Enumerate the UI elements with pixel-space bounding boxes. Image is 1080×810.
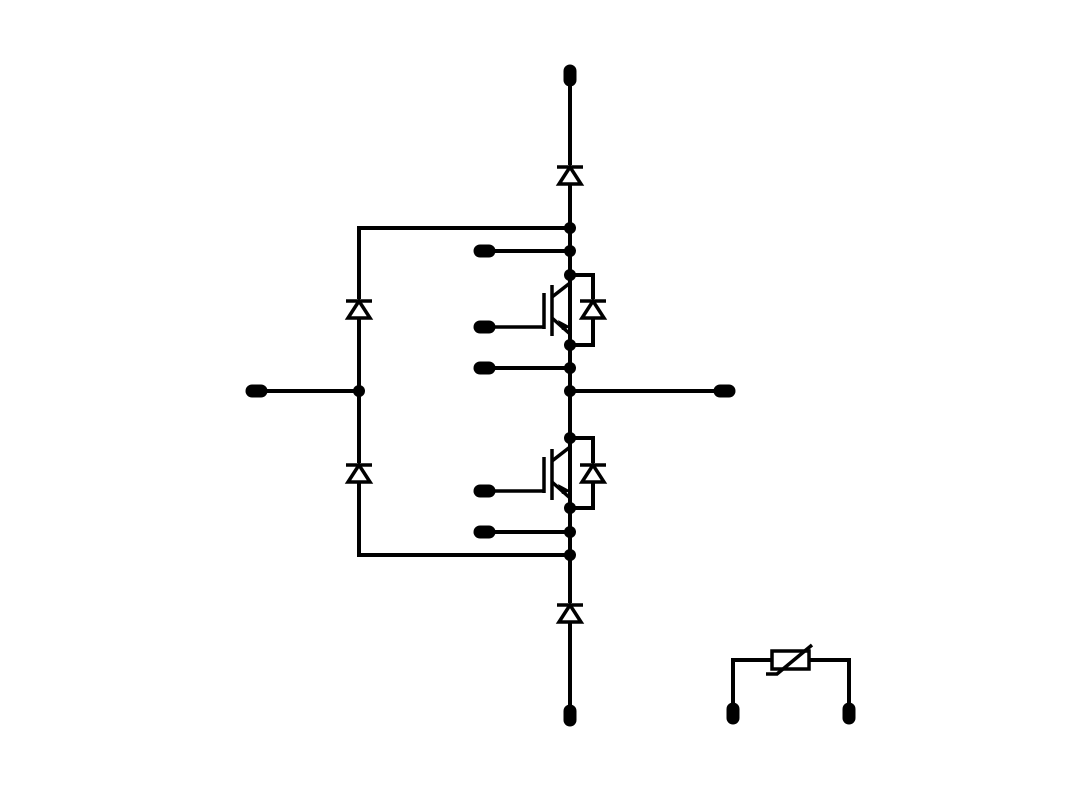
igbt-lower: [484, 443, 572, 501]
diode-antiparallel-upper: [578, 297, 608, 320]
junction-dot: [564, 432, 576, 444]
junction-dot: [564, 222, 576, 234]
ntc-thermistor-symbol: [766, 643, 814, 676]
wires: [255, 74, 851, 718]
ntc-lead-left: [731, 658, 774, 716]
diode-clamp-lower: [344, 461, 374, 484]
junction-dot: [564, 385, 576, 397]
diode-clamp-upper: [344, 297, 374, 320]
junction-dot: [564, 526, 576, 538]
diode-top-series: [555, 163, 585, 186]
junction-dot: [564, 502, 576, 514]
junction-dot: [353, 385, 365, 397]
ntc-lead-right: [807, 658, 851, 716]
diode-antiparallel-lower: [578, 461, 608, 484]
junction-dot: [564, 269, 576, 281]
diode-bottom-series: [555, 601, 585, 624]
junction-dot: [564, 245, 576, 257]
junction-dot: [564, 549, 576, 561]
clamp-loop-wire: [357, 226, 572, 557]
terminals: [245, 64, 856, 727]
junction-dots: [353, 222, 576, 561]
junction-dot: [564, 362, 576, 374]
igbt-upper: [484, 280, 572, 338]
junction-dot: [564, 339, 576, 351]
